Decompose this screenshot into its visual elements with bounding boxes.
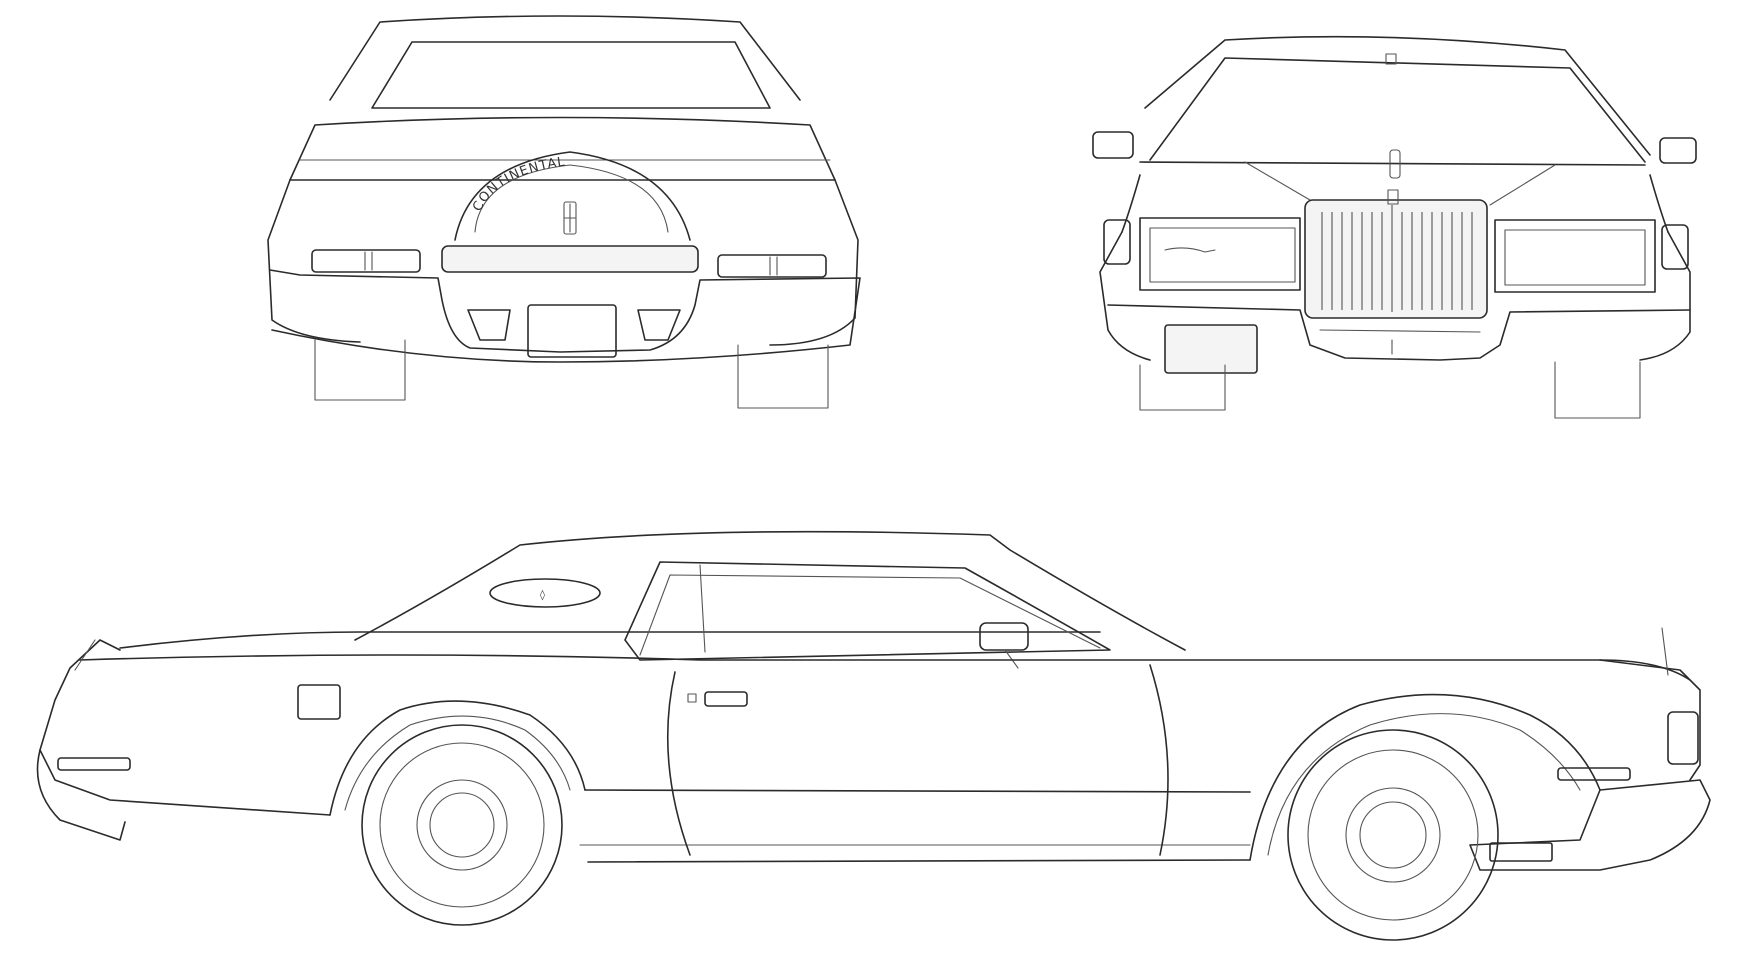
continental-badge: CONTINENTAL <box>470 155 566 214</box>
front-side-marker <box>1557 767 1631 781</box>
door-handle <box>704 691 748 707</box>
hood-ornament <box>1389 149 1401 179</box>
corner-lamp-right <box>1661 224 1689 270</box>
rear-deck-side <box>39 639 331 816</box>
rear-wheel <box>361 724 563 926</box>
rear-wheel-arch <box>329 700 586 816</box>
fuel-door <box>297 684 341 720</box>
rear-bumper-side <box>36 749 126 841</box>
mirror-left <box>1092 131 1134 159</box>
rear-side-marker <box>57 757 131 771</box>
front-bumper <box>1107 304 1691 361</box>
side-window <box>624 561 1111 661</box>
mirror-right <box>1659 137 1697 164</box>
front-wheel-arch <box>1249 693 1601 861</box>
tail-light-left <box>311 249 421 273</box>
rear-vent-right <box>637 309 681 341</box>
rear-view: CONTINENTAL <box>267 15 861 409</box>
tail-light-right <box>717 254 827 278</box>
windshield <box>1149 57 1646 163</box>
rear-deck <box>289 116 836 181</box>
svg-text:◊: ◊ <box>540 589 546 601</box>
headlamp-right <box>1494 219 1656 293</box>
rear-bumper <box>269 269 861 363</box>
side-view: ◊ <box>36 530 1711 941</box>
rear-window <box>371 41 771 109</box>
side-mirror <box>979 622 1029 651</box>
front-bumper-vent <box>1489 842 1553 862</box>
door-lock <box>687 693 697 703</box>
rear-tire-left <box>314 339 406 401</box>
front-wheel <box>1287 729 1499 941</box>
front-license-plate <box>1164 324 1258 374</box>
front-side-lamp <box>1667 711 1699 765</box>
rear-vent-left <box>467 309 511 341</box>
grille-bars <box>1321 205 1473 312</box>
headlamp-left <box>1139 217 1301 291</box>
opera-window <box>489 578 601 608</box>
front-tire-right <box>1554 361 1641 419</box>
front-roofline <box>1144 35 1651 156</box>
door-outline <box>666 664 1169 856</box>
rear-center-bar <box>441 245 699 273</box>
side-roofline <box>354 530 1186 651</box>
rear-tire-right <box>737 344 829 409</box>
corner-lamp-left <box>1103 219 1131 265</box>
front-view <box>1092 35 1697 419</box>
rear-roofline <box>329 15 801 101</box>
continental-hump <box>454 151 691 241</box>
antenna <box>1661 627 1669 676</box>
rear-license-plate <box>527 304 617 358</box>
front-bumper-side <box>1469 779 1711 871</box>
front-tire-left <box>1139 364 1226 411</box>
